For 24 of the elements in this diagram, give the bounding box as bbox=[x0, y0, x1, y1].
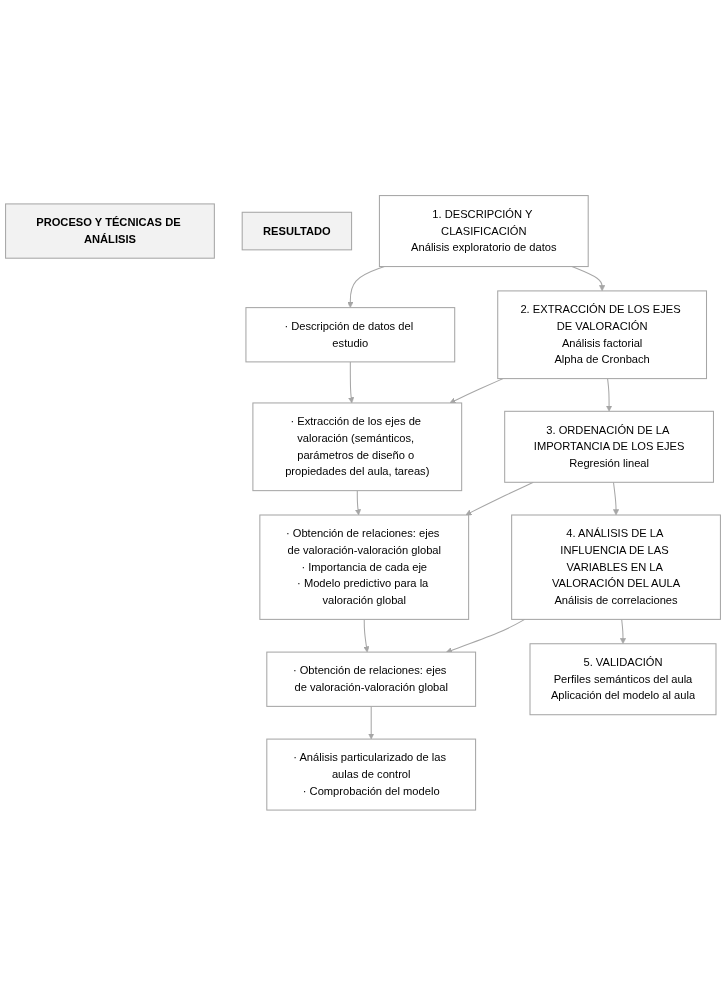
node-box: RESULTADO bbox=[241, 211, 353, 251]
node-box: · Obtención de relaciones: ejes de valoración-valoración global · Importancia de cada eje · Modelo predictivo para la valoración global bbox=[259, 514, 470, 620]
node-box: 3. ORDENACIÓN DE LA IMPORTANCIA DE LOS EJES Regresión lineal bbox=[504, 410, 714, 483]
arrow bbox=[348, 361, 355, 403]
arrow bbox=[606, 377, 613, 412]
node-box: · Obtención de relaciones: ejes de valoración-valoración global bbox=[266, 651, 477, 707]
node-box: · Descripción de datos del estudio bbox=[245, 306, 456, 363]
arrow bbox=[465, 481, 534, 515]
arrow bbox=[368, 705, 375, 740]
arrow bbox=[619, 618, 627, 644]
arrow bbox=[446, 618, 526, 653]
node-box: PROCESO Y TÉCNICAS DE ANÁLISIS bbox=[5, 203, 215, 259]
node-box: 1. DESCRIPCIÓN Y CLASIFICACIÓN Análisis exploratorio de datos bbox=[378, 194, 589, 267]
node-box: 4. ANÁLISIS DE LA INFLUENCIA DE LAS VARIABLES EN LA VALORACIÓN DEL AULA Análisis de correlaciones bbox=[511, 514, 721, 620]
node-box: 5. VALIDACIÓN Perfiles semánticos del aula Aplicación del modelo al aula bbox=[529, 642, 717, 715]
arrow bbox=[612, 481, 620, 515]
node-box: 2. EXTRACCIÓN DE LOS EJES DE VALORACIÓN Análisis factorial Alpha de Cronbach bbox=[497, 290, 708, 379]
node-box: · Extracción de los ejes de valoración (semánticos, parámetros de diseño o propiedades del aula, tareas) bbox=[252, 402, 463, 491]
arrow bbox=[354, 489, 362, 515]
node-box: · Análisis particularizado de las aulas de control · Comprobación del modelo bbox=[266, 738, 477, 811]
arrow bbox=[571, 265, 606, 291]
arrow bbox=[449, 377, 504, 404]
arrow bbox=[347, 265, 385, 308]
arrow bbox=[363, 618, 370, 653]
